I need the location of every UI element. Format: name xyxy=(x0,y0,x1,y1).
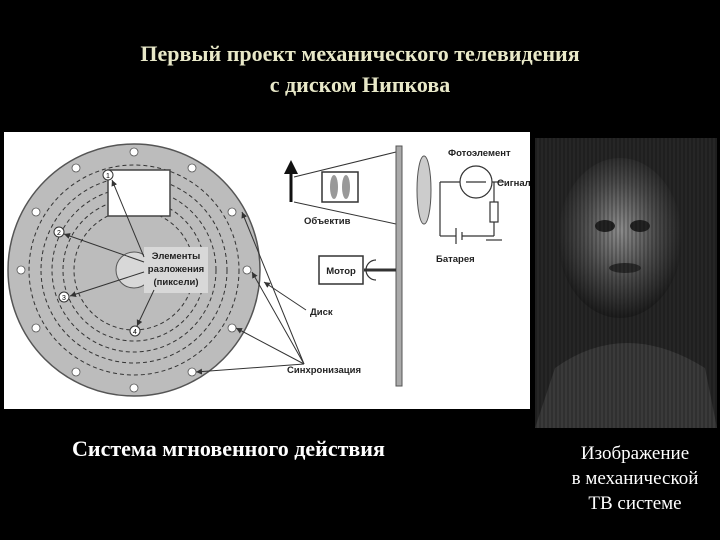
title-line-1: Первый проект механического телевидения xyxy=(140,41,580,66)
diagram-svg: 1 2 3 4 Элементы разложения (пиксели) Си… xyxy=(7,143,531,397)
element-arrows xyxy=(63,179,155,327)
photocell-circuit xyxy=(439,165,504,244)
caption-image: Изображение в механической ТВ системе xyxy=(545,441,720,516)
marker-1: 1 xyxy=(106,173,110,180)
signal-label: Сигнал xyxy=(497,178,530,189)
condenser-lens xyxy=(416,155,432,225)
lens-label: Объектив xyxy=(304,216,351,227)
motor-box xyxy=(318,255,364,285)
nipkow-disk xyxy=(7,143,261,397)
marker-2: 2 xyxy=(57,230,61,237)
battery-label: Батарея xyxy=(436,254,475,265)
motor-label: Мотор xyxy=(326,266,356,277)
object-arrow xyxy=(284,160,298,202)
caption-image-line-1: Изображение xyxy=(580,443,690,464)
lens-assembly xyxy=(293,151,397,225)
nipkow-disk-diagram: 1 2 3 4 Элементы разложения (пиксели) Си… xyxy=(4,132,531,409)
disk-edge xyxy=(395,145,403,387)
sync-holes xyxy=(16,147,252,393)
elements-label-line-2: разложения xyxy=(148,264,204,275)
photocell-label: Фотоэлемент xyxy=(448,148,511,159)
mechanical-tv-image xyxy=(535,138,717,428)
elements-label-line-1: Элементы xyxy=(152,251,200,262)
sync-label: Синхронизация xyxy=(287,365,361,376)
slide-title: Первый проект механического телевидения … xyxy=(0,38,720,100)
disk-label: Диск xyxy=(310,307,333,318)
marker-3: 3 xyxy=(62,295,66,302)
disk-arrow xyxy=(263,281,307,311)
marker-4: 4 xyxy=(133,329,137,336)
caption-image-line-3: ТВ системе xyxy=(588,493,682,514)
caption-image-line-2: в механической xyxy=(571,468,699,489)
elements-label-box xyxy=(144,247,208,293)
caption-instant-system: Система мгновенного действия xyxy=(72,436,385,461)
tv-image-svg xyxy=(535,138,717,428)
elements-label-line-3: (пиксели) xyxy=(154,277,199,288)
title-line-2: с диском Нипкова xyxy=(269,72,451,97)
pixel-markers: 1 2 3 4 xyxy=(53,169,141,337)
rotation-arrow xyxy=(365,259,377,281)
